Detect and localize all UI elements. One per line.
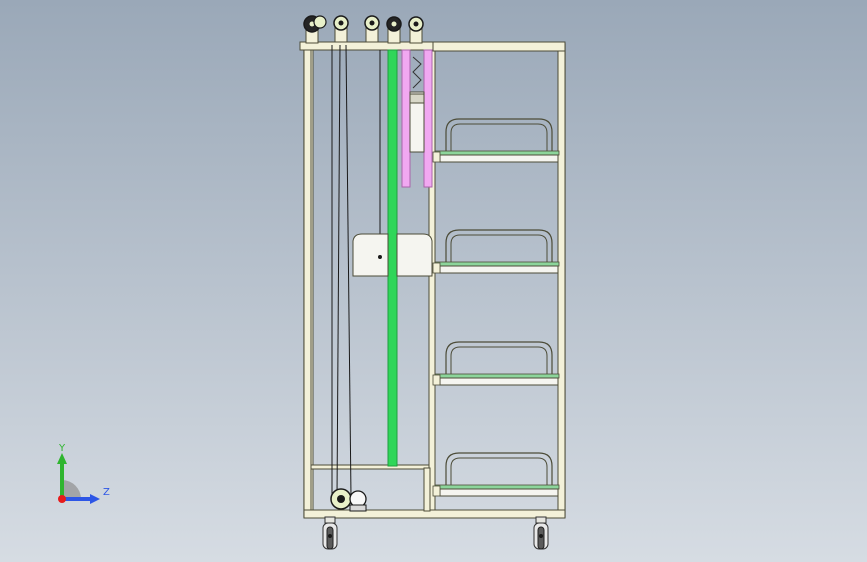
z-axis-arrow xyxy=(90,494,100,504)
triad-quarter-arc xyxy=(62,480,81,499)
top-pulley-2-hub xyxy=(338,20,344,26)
y-axis-label: Y xyxy=(58,443,66,454)
shelf-top-edge-2 xyxy=(434,261,560,267)
shelf-tray-4 xyxy=(439,488,559,497)
top-pulley-4-hub xyxy=(391,21,397,27)
top-pulley-5-hub xyxy=(413,21,419,27)
tray-handle-outer-2 xyxy=(445,229,553,263)
pink-guide-rail-right xyxy=(423,49,433,188)
frame-post-2 xyxy=(310,43,314,517)
coordinate-axis-triad-icon: Y Z xyxy=(57,443,110,504)
cable-line-3 xyxy=(336,44,341,498)
drive-system xyxy=(303,15,433,512)
cable-line-2 xyxy=(345,44,352,498)
shelf-bracket-3 xyxy=(432,374,441,386)
shelf-bracket-2 xyxy=(432,262,441,274)
caster-left-mount xyxy=(324,516,336,524)
z-axis-label: Z xyxy=(103,487,110,498)
top-pulley-3-hub xyxy=(369,20,375,26)
caster-right-mount xyxy=(535,516,547,524)
tray-handle-outer-1 xyxy=(445,118,553,152)
carriage-plate-right xyxy=(396,233,433,277)
y-axis-arrow xyxy=(57,453,67,464)
caster-wheels xyxy=(322,516,549,550)
frame-post-1 xyxy=(303,43,312,517)
motor-bay-post xyxy=(423,467,431,512)
carriage-plate-left xyxy=(352,233,389,277)
bottom-drive-pulley-hub xyxy=(337,495,345,503)
top-pulley-1-outer xyxy=(313,15,327,29)
bottom-beam xyxy=(303,509,566,519)
tray-handle-inner-2 xyxy=(450,234,548,263)
shelf-bracket-4 xyxy=(432,485,441,497)
tray-handle-outer-3 xyxy=(445,341,553,375)
drive-motor-mount xyxy=(349,504,367,512)
green-lift-rail xyxy=(387,49,398,467)
top-pulley-1-hub xyxy=(309,21,315,27)
shelf-tray-3 xyxy=(439,377,559,386)
x-axis-origin-dot xyxy=(58,495,66,503)
shelf-tray-2 xyxy=(439,265,559,274)
motor-bay-top xyxy=(310,464,430,470)
caster-right-axle xyxy=(539,534,543,538)
frame-post-4 xyxy=(557,43,566,517)
slider-block xyxy=(409,91,425,153)
pink-guide-rail-left xyxy=(401,49,411,188)
tray-handle-inner-1 xyxy=(450,123,548,152)
shelf-top-edge-4 xyxy=(434,484,560,490)
carriage-anchor-point xyxy=(378,255,382,259)
shelf-top-edge-1 xyxy=(434,150,560,156)
cart-frame xyxy=(299,41,566,519)
slider-spring xyxy=(412,56,422,89)
caster-left-axle xyxy=(328,534,332,538)
shelf-tray-1 xyxy=(439,154,559,163)
top-right-beam xyxy=(432,41,566,52)
tray-handle-outer-4 xyxy=(445,452,553,486)
shelf-top-edge-3 xyxy=(434,373,560,379)
tray-handle-inner-4 xyxy=(450,457,548,486)
shelf-stack xyxy=(432,118,560,497)
tray-handle-inner-3 xyxy=(450,346,548,375)
slider-block-clamp xyxy=(409,93,425,104)
shelf-bracket-1 xyxy=(432,151,441,163)
